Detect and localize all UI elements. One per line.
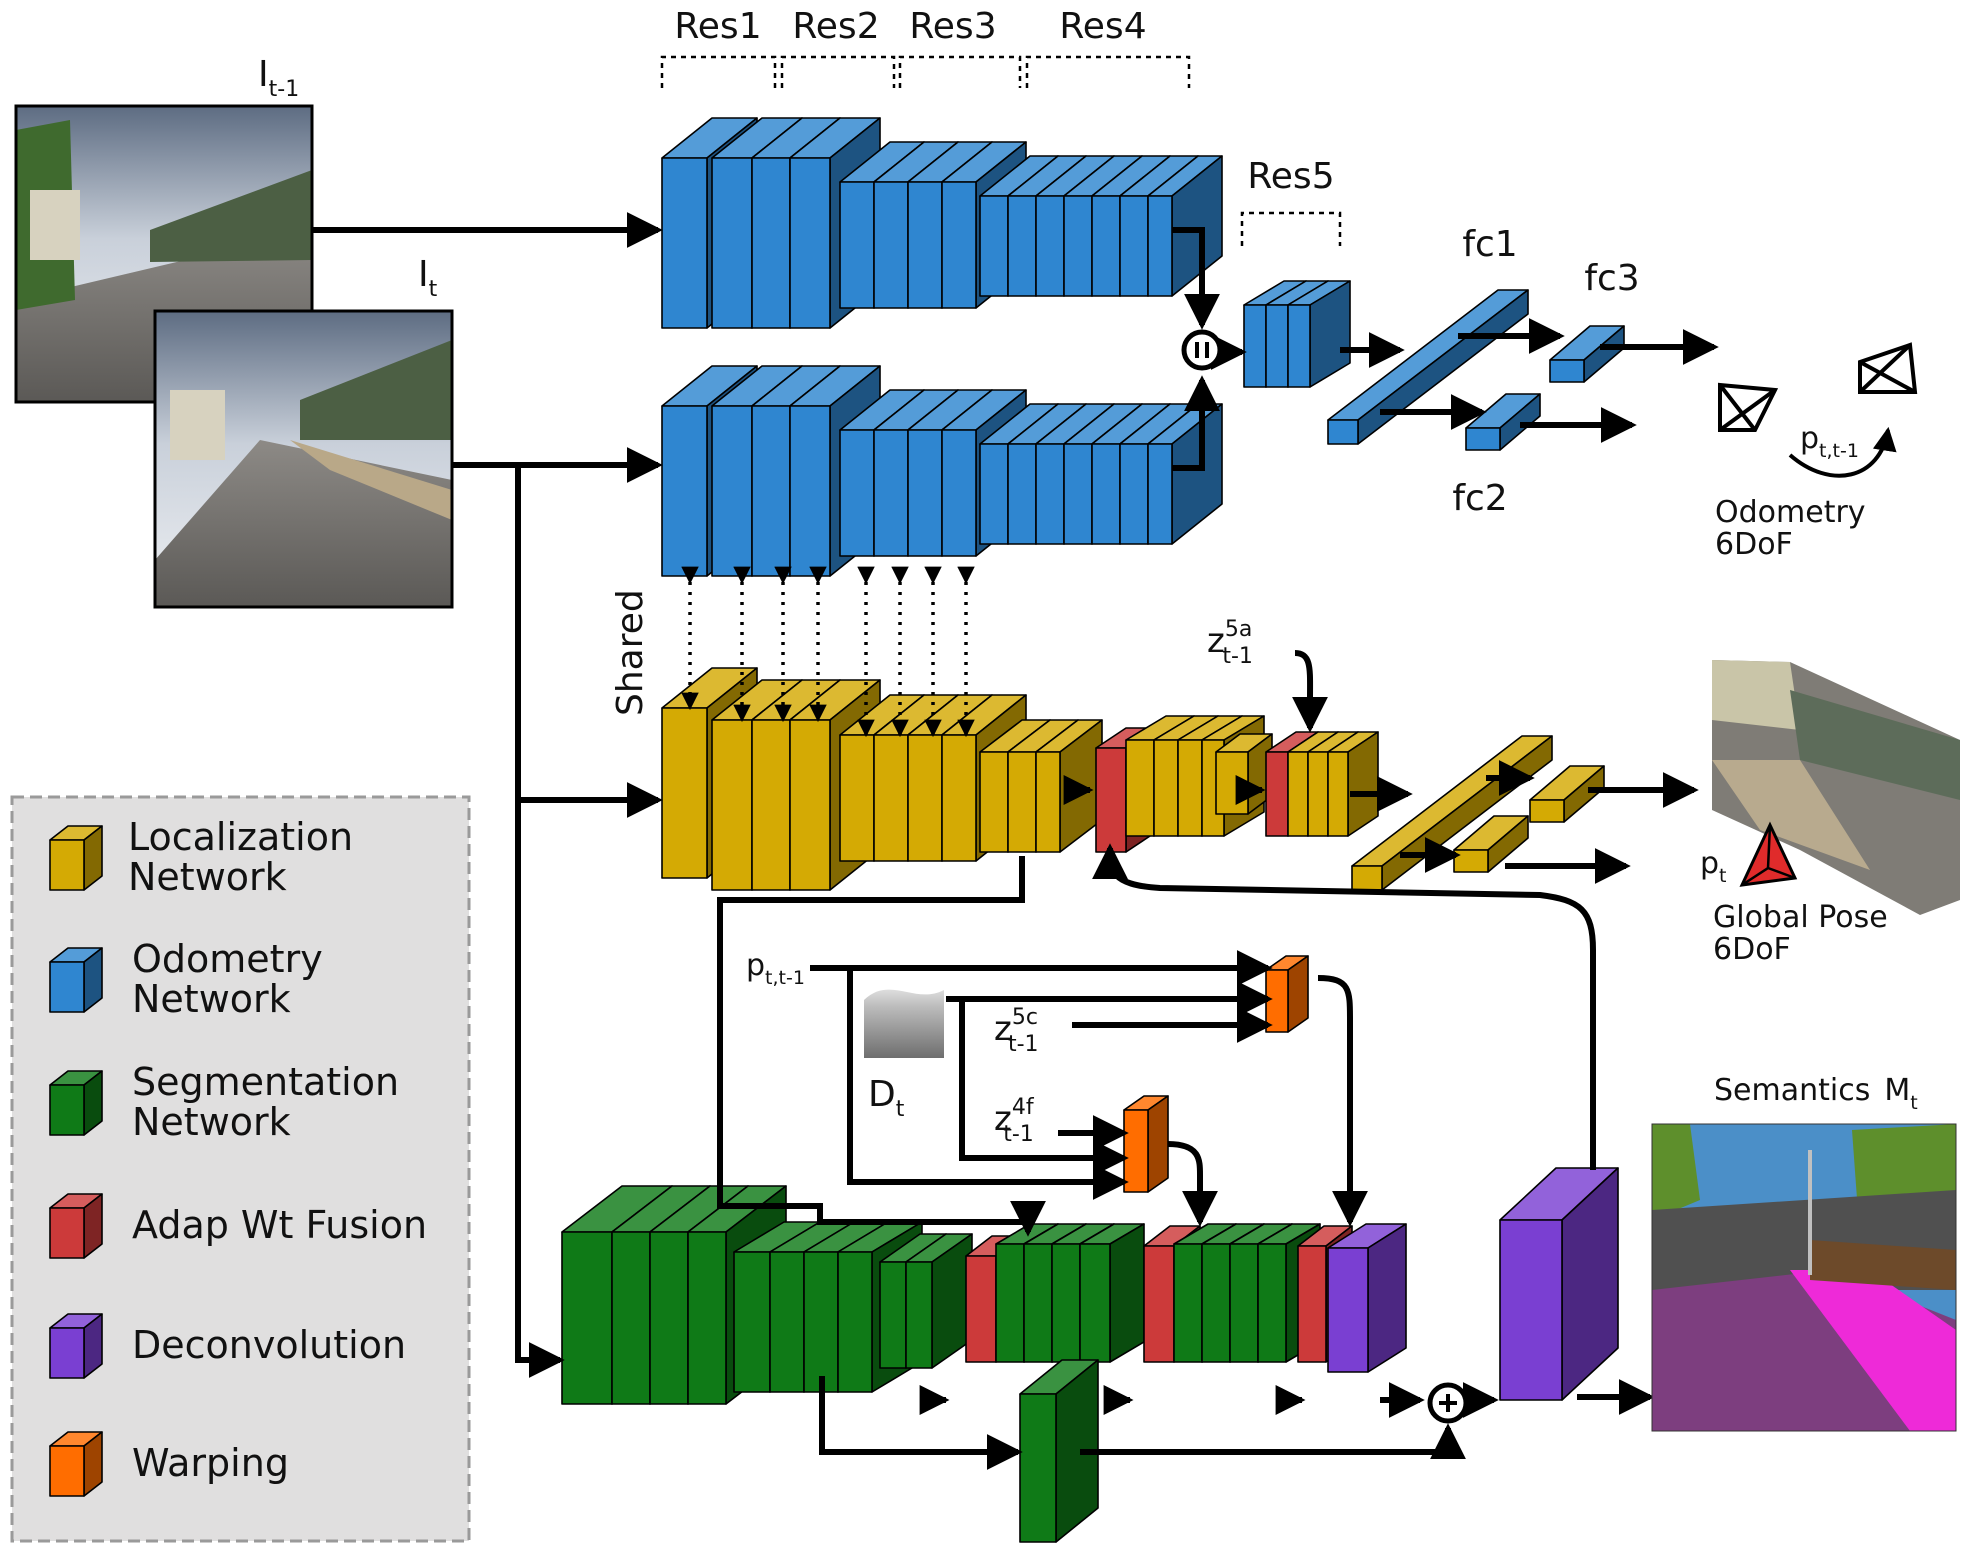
label-odometry-6dof: 6DoF	[1715, 527, 1793, 562]
label-res1: Res1	[674, 6, 761, 47]
legend-label: Odometry	[132, 937, 323, 981]
localization-res5b-layer	[1327, 731, 1379, 837]
odometry-res5-layer	[1287, 280, 1351, 388]
legend-swatch	[49, 825, 103, 891]
warping-block-2	[1123, 1095, 1169, 1193]
label-global-pose-p: pt	[1700, 846, 1727, 887]
shared-weights-arrows	[681, 566, 975, 738]
label-global-pose-6dof: 6DoF	[1713, 932, 1791, 967]
input-image-current	[153, 309, 454, 609]
warping-block-1	[1265, 955, 1309, 1033]
legend-swatch	[49, 1070, 103, 1136]
legend-swatch	[49, 1431, 103, 1497]
semantic-map-image	[1651, 1123, 1957, 1432]
label-odometry: Odometry	[1715, 495, 1866, 530]
odometry-fc3-layer	[1549, 325, 1625, 383]
legend-entry: Deconvolution	[132, 1323, 406, 1367]
depth-map-image	[864, 978, 944, 1058]
concat-operator	[1181, 329, 1223, 371]
segmentation-res5-layer	[1079, 1223, 1145, 1363]
legend-label: Warping	[132, 1441, 289, 1485]
label-res2: Res2	[792, 6, 879, 47]
odometry-stream1-res4-layer	[1147, 155, 1223, 297]
legend-entry: Warping	[132, 1441, 289, 1485]
label-global-pose: Global Pose	[1713, 900, 1888, 935]
odometry-fc1-layer	[1327, 289, 1529, 445]
label-res5: Res5	[1247, 156, 1334, 197]
connections	[312, 212, 1719, 1470]
label-shared: Shared	[610, 589, 651, 716]
sum-operator	[1427, 1382, 1469, 1424]
segmentation-deconv-2	[1499, 1167, 1619, 1401]
legend-label-line2: Network	[132, 1100, 291, 1144]
label-fc1: fc1	[1462, 224, 1517, 265]
label-depth: Dt	[868, 1074, 905, 1122]
legend-entry: Adap Wt Fusion	[132, 1203, 427, 1247]
label-res3: Res3	[909, 6, 996, 47]
legend-label: Localization	[128, 815, 353, 859]
legend-label-line2: Network	[128, 855, 287, 899]
label-ptt1: pt,t-1	[746, 948, 805, 989]
segmentation-res4-layer	[905, 1233, 973, 1369]
legend-swatch	[49, 1313, 103, 1379]
label-fc3: fc3	[1584, 258, 1639, 299]
legend-label: Segmentation	[132, 1060, 399, 1104]
segmentation-deconv-1	[1327, 1223, 1407, 1373]
label-odometry-pose: pt,t-1	[1800, 421, 1859, 462]
label-res4: Res4	[1059, 6, 1146, 47]
global-pose-icon	[1739, 821, 1798, 887]
label-i-prev: It-1	[258, 54, 299, 102]
legend-label: Deconvolution	[132, 1323, 406, 1367]
stage-headers: Res1 Res2 Res3 Res4 Res5	[660, 6, 1342, 246]
point-cloud-image	[1712, 660, 1960, 915]
label-i-current: It	[418, 254, 438, 302]
segmentation-skip-layer	[1019, 1359, 1099, 1543]
localization-fc3-layer	[1529, 765, 1605, 823]
legend: NetworkLocalizationNetworkOdometryNetwor…	[10, 795, 471, 1543]
legend-label-line2: Network	[132, 977, 291, 1021]
localization-res5-small-layer	[1215, 733, 1273, 815]
legend-swatch	[49, 947, 103, 1013]
legend-swatch	[49, 1193, 103, 1259]
label-fc2: fc2	[1452, 478, 1507, 519]
odometry-camera-icons	[1718, 342, 1918, 478]
legend-label: Adap Wt Fusion	[132, 1203, 427, 1247]
localization-fc2-layer	[1453, 815, 1529, 873]
